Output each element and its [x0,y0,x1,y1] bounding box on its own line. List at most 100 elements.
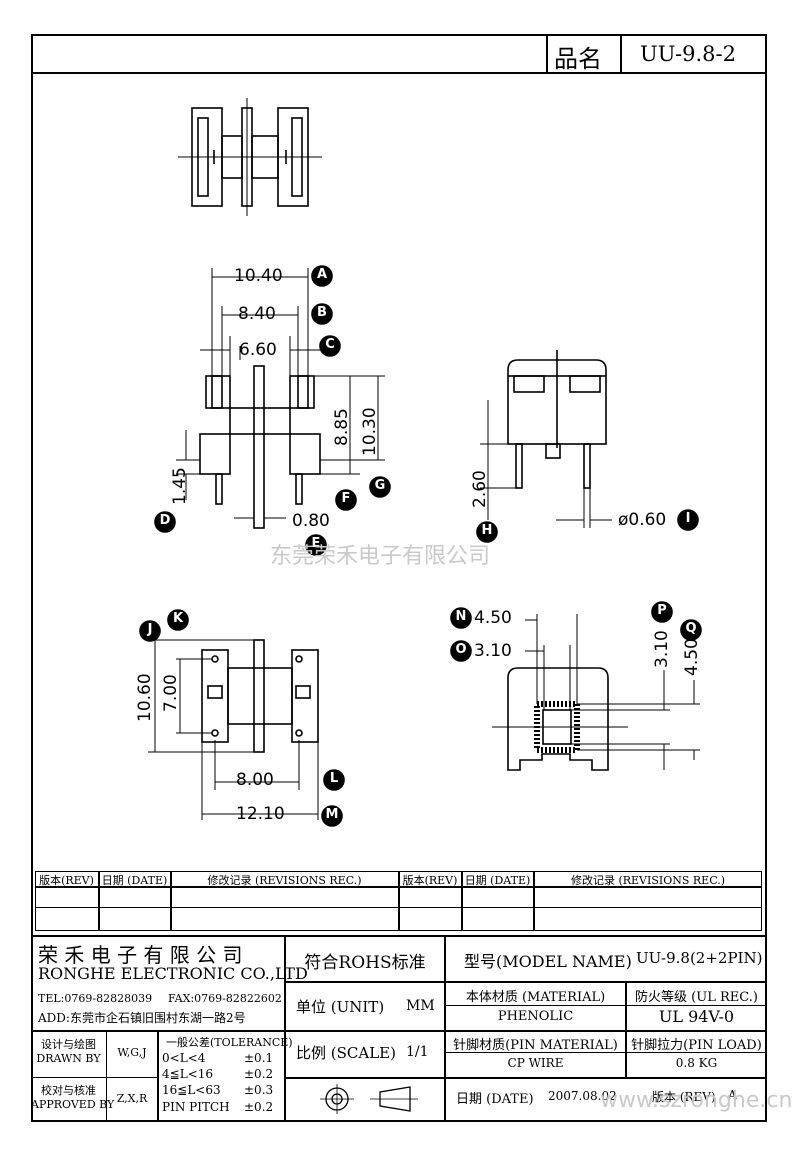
title-block [31,935,767,1122]
part-name-divider [620,34,622,74]
balloon-c: C [325,337,335,352]
tb-row-pin [446,1052,767,1053]
company-tel: TEL:0769-82828039 [38,992,153,1005]
dim-a-value: 10.40 [234,266,283,286]
material-value: PHENOLIC [497,1009,574,1024]
model-label: 型号(MODEL NAME) [464,952,632,971]
part-number: UU-9.8-2 [640,42,736,66]
side-view [476,350,699,543]
dim-o-value: 3.10 [474,641,512,661]
balloon-k: K [172,611,184,626]
rev-col-2 [170,871,172,931]
rev-col-rec-2: 修改记录 (REVISIONS REC.) [570,874,726,887]
dim-k-value: 7.00 [161,674,181,712]
tolerance-value: ±0.3 [244,1083,274,1097]
tb-row-material [446,1005,767,1006]
balloon-f: F [341,491,351,506]
approved-by-value: Z,X,R [116,1092,148,1105]
dim-g-value: 10.30 [360,407,380,456]
rev-col-date-2: 日期 (DATE) [464,874,531,887]
dim-l-value: 8.00 [236,770,274,790]
balloon-m: M [325,807,339,822]
balloon-e: E [311,536,321,551]
dim-i-value: ø0.60 [618,510,667,530]
tolerance-title: 一般公差(TOLERANCE) [166,1036,293,1049]
scale-value: 1/1 [406,1044,429,1060]
company-address: ADD:东莞市企石镇旧围村东湖一路2号 [38,1011,246,1025]
dim-f-value: 8.85 [332,408,352,446]
tolerance-value: ±0.1 [244,1051,274,1065]
dim-h-value: 2.60 [470,470,490,508]
tb-left-row-2 [31,1077,157,1078]
technical-drawing [139,98,702,827]
tb-row-3 [284,1077,767,1079]
balloon-p: P [657,603,667,618]
tolerance-range: PIN PITCH [162,1100,230,1114]
scale-label: 比例 (SCALE) [296,1044,396,1062]
watermark-center: 东莞荣禾电子有限公司 [270,544,491,569]
rev-col-1 [98,871,100,931]
pin-material-value: CP WIRE [507,1056,564,1070]
fire-rating-label: 防火等级 (UL REC.) [635,990,758,1005]
balloon-a: A [316,267,328,282]
balloon-l: L [329,771,339,786]
balloon-b: B [317,305,327,320]
dim-j-value: 10.60 [135,673,155,722]
pin-load-value: 0.8 KG [675,1056,718,1070]
tb-row-1 [284,981,767,983]
rev-label: 版本 (REV) [652,1090,716,1104]
tolerance-range: 4≦L<16 [162,1067,213,1081]
rev-col-4 [461,871,463,931]
front-view [154,265,391,556]
approved-by-en: APPROVED BY [31,1098,115,1111]
projection-symbol [320,1084,418,1114]
top-view [178,98,322,216]
tolerance-value: ±0.2 [244,1100,274,1114]
pin-load-label: 针脚拉力(PIN LOAD) [631,1038,762,1053]
dim-b-value: 8.40 [238,304,276,324]
model-value: UU-9.8(2+2PIN) [636,949,763,967]
bottom-view [139,609,345,827]
dim-m-value: 12.10 [236,804,285,824]
dim-n-value: 4.50 [474,608,512,628]
tb-left-col-1 [106,1030,107,1122]
tolerance-range: 16≦L<63 [162,1083,221,1097]
company-fax: FAX:0769-82822602 [168,992,282,1005]
material-label: 本体材质 (MATERIAL) [465,990,606,1005]
tb-col-company [284,935,286,1122]
rev-value: A [728,1088,737,1102]
balloon-j: J [147,622,153,637]
company-name-en: RONGHE ELECTRONIC CO.,LTD [38,964,308,983]
watermark-corner: www.szronghe.cn [600,1088,793,1113]
tolerance-range: 0<L<4 [162,1051,206,1065]
balloon-i: I [685,511,691,526]
balloon-q: Q [685,621,697,636]
date-label: 日期 (DATE) [456,1092,534,1107]
rev-col-3 [398,871,400,931]
drawn-by-en: DRAWN BY [36,1052,101,1065]
dim-d-value: 1.45 [170,467,190,505]
dim-c-value: 6.60 [239,340,277,360]
tb-left-col-2 [157,1030,159,1122]
rev-col-date: 日期 (DATE) [101,874,168,887]
drawn-by-value: W,G,J [117,1046,147,1059]
drawing-frame [31,34,767,1122]
balloon-d: D [159,513,171,528]
dim-p-value: 3.10 [652,630,672,668]
pin-material-label: 针脚材质(PIN MATERIAL) [453,1038,618,1053]
approved-by-cn: 校对与核准 [41,1084,96,1097]
date-value: 2007.08.02 [548,1089,617,1103]
fire-rating-value: UL 94V-0 [658,1007,735,1026]
balloon-h: H [481,523,493,538]
rohs-compliance: 符合ROHS标准 [304,953,426,973]
rev-col-5 [533,871,535,931]
dim-q-value: 4.50 [682,638,702,676]
balloon-n: N [455,609,467,624]
unit-label: 单位 (UNIT) [296,998,385,1016]
balloon-o: O [455,642,467,657]
rev-col-rev-2: 版本(REV) [402,874,458,887]
tolerance-value: ±0.2 [244,1067,274,1081]
section-view [450,601,702,771]
drawn-by-cn: 设计与绘图 [41,1038,96,1051]
balloon-g: G [374,478,386,493]
